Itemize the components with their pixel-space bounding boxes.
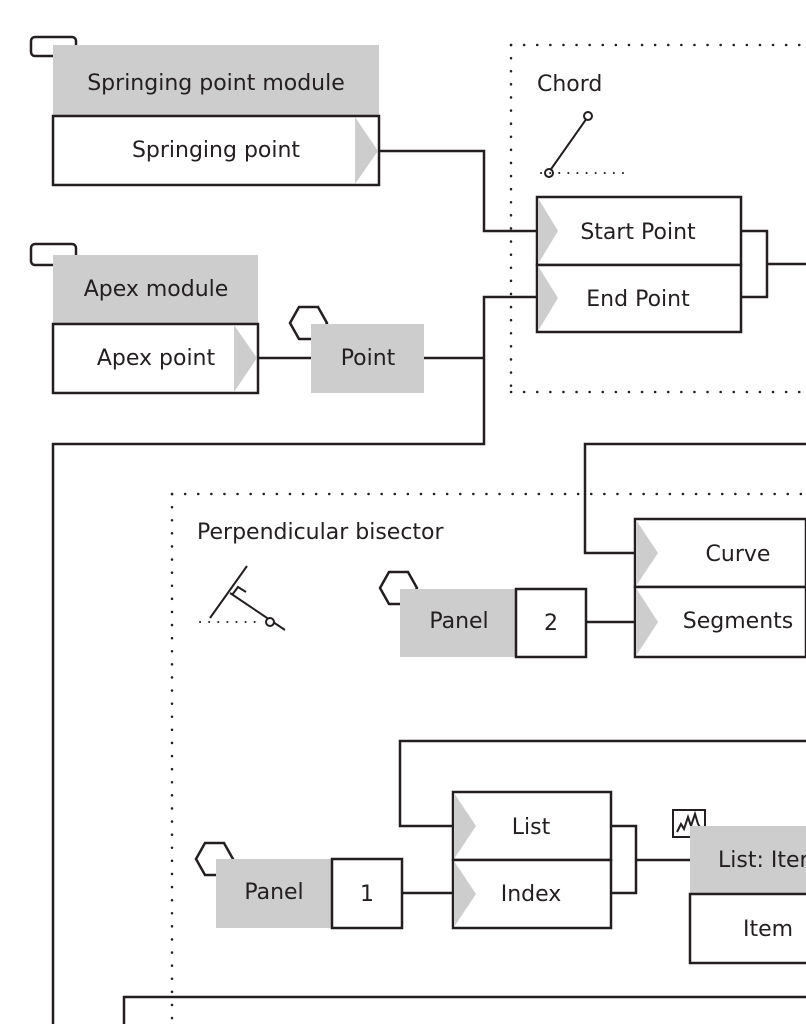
panel-top-label: Panel xyxy=(429,609,488,634)
list-item-output-label: Item xyxy=(743,917,793,942)
panel-top[interactable]: Panel 2 xyxy=(378,570,588,659)
list-item-title: List: Item xyxy=(718,848,806,873)
point-param-label: Point xyxy=(341,346,396,371)
end-point-label: End Point xyxy=(586,287,690,312)
point-parameter[interactable]: Point xyxy=(288,305,424,393)
curve-component[interactable]: Curve Segments xyxy=(633,517,806,659)
perpendicular-bisector-icon xyxy=(199,565,286,631)
input-arrow-icon xyxy=(454,861,476,927)
apex-output-label: Apex point xyxy=(97,346,216,371)
chord-icon xyxy=(540,111,628,178)
bisector-group-label: Perpendicular bisector xyxy=(197,520,445,545)
list-input-label: List xyxy=(512,815,551,840)
module-title-bar xyxy=(53,45,379,116)
connection-wires xyxy=(51,149,806,1024)
index-input-label: Index xyxy=(501,882,562,907)
list-input[interactable] xyxy=(451,790,613,862)
segments-input-label: Segments xyxy=(683,609,793,634)
output-arrow-icon xyxy=(355,117,378,184)
apex-module-title: Apex module xyxy=(84,277,229,302)
input-arrow-icon xyxy=(636,520,658,586)
chord-component[interactable]: Start Point End Point xyxy=(535,195,743,334)
curve-input[interactable] xyxy=(633,517,806,589)
panel-bottom-value-box[interactable] xyxy=(330,857,404,930)
point-param-body xyxy=(311,324,424,393)
panel-top-value: 2 xyxy=(544,611,558,636)
apex-module[interactable]: Apex module Apex point xyxy=(29,242,260,395)
panel-bottom-body xyxy=(216,859,332,928)
output-arrow-icon xyxy=(234,325,257,392)
input-arrow-icon xyxy=(454,793,476,859)
segments-input[interactable] xyxy=(633,585,806,659)
index-input[interactable] xyxy=(451,858,613,930)
chord-group-frame xyxy=(509,43,806,394)
springing-point-module[interactable]: Springing point module Springing point xyxy=(29,35,381,187)
list-item-title-bar xyxy=(690,826,806,894)
list-component[interactable]: List Index xyxy=(451,790,613,930)
apex-output-box xyxy=(51,322,260,395)
springing-output-box xyxy=(51,114,381,187)
panel-bottom[interactable]: Panel 1 xyxy=(194,841,404,930)
panel-bottom-value: 1 xyxy=(360,882,374,907)
end-point-input[interactable] xyxy=(535,263,743,334)
list-item-component[interactable]: List: Item Item xyxy=(672,809,806,965)
input-arrow-icon xyxy=(538,266,558,331)
start-point-input[interactable] xyxy=(535,195,743,267)
curve-input-label: Curve xyxy=(706,542,771,567)
springing-module-title: Springing point module xyxy=(87,71,345,96)
list-item-output-box xyxy=(688,892,806,965)
module-title-bar xyxy=(53,255,258,324)
chord-group-label: Chord xyxy=(537,72,602,97)
panel-top-value-box[interactable] xyxy=(514,587,588,659)
springing-output-label: Springing point xyxy=(132,138,300,163)
panel-bottom-label: Panel xyxy=(244,880,303,905)
bisector-group-frame xyxy=(170,492,806,1024)
panel-top-body xyxy=(400,589,516,657)
start-point-label: Start Point xyxy=(580,220,696,245)
input-arrow-icon xyxy=(636,588,658,656)
input-arrow-icon xyxy=(538,198,558,264)
